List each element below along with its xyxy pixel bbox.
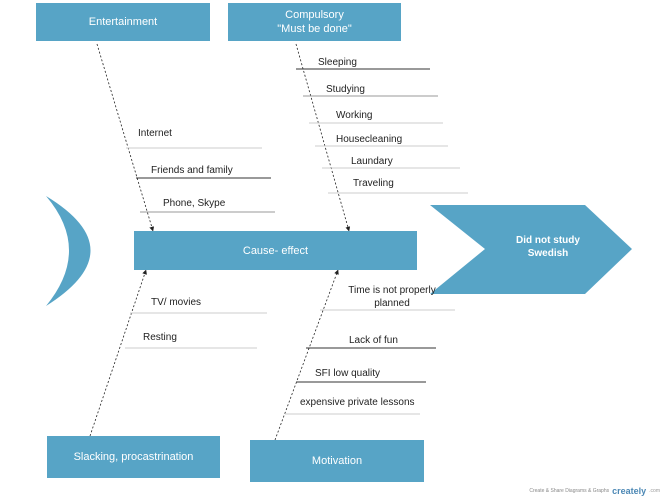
cause-item-sleeping: Sleeping (318, 57, 357, 68)
cause-item-resting: Resting (143, 332, 177, 343)
cause-item-lack-of-fun: Lack of fun (349, 335, 398, 346)
creately-watermark: Create & Share Diagrams & Graphs createl… (529, 486, 660, 496)
cause-item-traveling: Traveling (353, 178, 394, 189)
motivation-box-label: Motivation (311, 455, 363, 467)
entertainment-box-label: Entertainment (88, 16, 158, 28)
fish-tail-shape (46, 196, 91, 306)
time-planning-line-1: Time is not properly (348, 285, 436, 296)
result-line-1: Did not study (516, 235, 580, 246)
cause-item-studying: Studying (326, 84, 365, 95)
cause-item-friends-family: Friends and family (151, 165, 233, 176)
motivation-box: Motivation (250, 440, 424, 482)
entertainment-bone-arrow (96, 43, 155, 232)
watermark-caption: Create & Share Diagrams & Graphs (529, 488, 610, 494)
cause-item-working: Working (336, 110, 373, 121)
creately-logo: creately (612, 486, 647, 496)
cause-effect-label: Cause- effect (242, 244, 309, 257)
entertainment-box: Entertainment (36, 3, 210, 41)
result-label: Did not study Swedish (493, 234, 603, 260)
cause-effect-box: Cause- effect (134, 231, 417, 270)
cause-item-private-lessons: expensive private lessons (300, 397, 415, 408)
compulsory-box-label: Compulsory (285, 9, 344, 21)
slacking-box: Slacking, procastrination (47, 436, 220, 478)
cause-item-housecleaning: Housecleaning (336, 134, 403, 145)
compulsory-box: Compulsory "Must be done" (228, 3, 401, 41)
time-planning-line-2: planned (374, 298, 410, 309)
cause-item-time-planning: Time is not properly planned (338, 284, 446, 310)
result-line-2: Swedish (527, 248, 569, 259)
cause-item-internet: Internet (138, 128, 172, 139)
cause-item-laundary: Laundary (351, 156, 393, 167)
slacking-bone-arrow (89, 269, 147, 437)
cause-item-tv-movies: TV/ movies (151, 297, 202, 308)
compulsory-bone-arrow (295, 43, 351, 232)
cause-item-sfi-quality: SFI low quality (315, 368, 381, 379)
slacking-box-label: Slacking, procastrination (73, 451, 194, 463)
cause-item-phone-skype: Phone, Skype (163, 198, 226, 209)
compulsory-box-sublabel: "Must be done" (277, 23, 352, 35)
fish-head-shape (430, 205, 632, 294)
watermark-tld: .com (649, 488, 660, 494)
